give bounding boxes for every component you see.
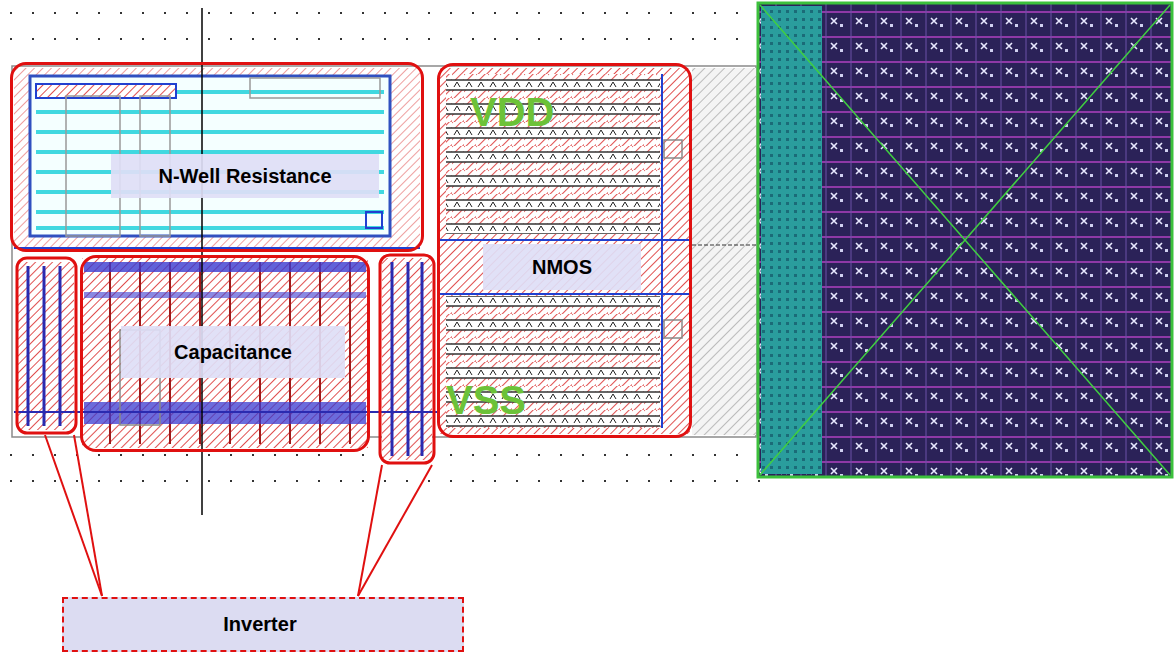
region-label: N-Well Resistance bbox=[111, 154, 379, 198]
capacitor-region: Capacitance bbox=[80, 255, 370, 452]
pin-name: VSS bbox=[446, 380, 526, 420]
callout-box: Inverter bbox=[62, 597, 464, 652]
region-label: Capacitance bbox=[121, 326, 345, 378]
region-label: NMOS bbox=[483, 244, 641, 290]
pin-name: VDD bbox=[470, 92, 554, 132]
resistor-region: N-Well Resistance bbox=[10, 62, 424, 252]
region-label: Inverter bbox=[64, 599, 456, 650]
